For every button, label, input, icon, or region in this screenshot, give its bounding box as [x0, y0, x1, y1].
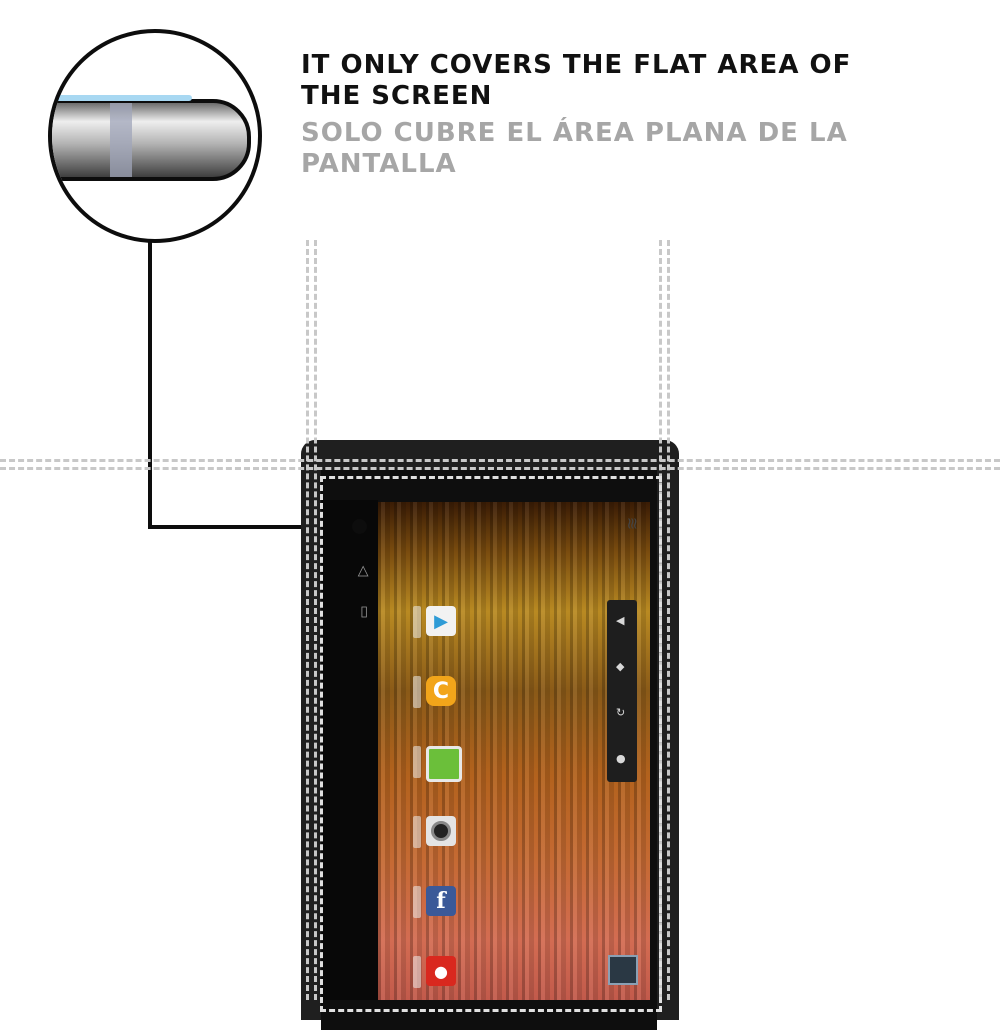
app-label	[413, 816, 421, 848]
power-icon[interactable]: ●	[616, 752, 626, 765]
guide-line-vertical	[306, 240, 309, 1000]
tablet-screen	[378, 502, 650, 1000]
edge-zoom-callout	[48, 29, 262, 243]
app-label	[413, 746, 421, 778]
guide-line-vertical	[667, 240, 670, 1000]
protector-film	[52, 95, 192, 101]
headline-english: IT ONLY COVERS THE FLAT AREA OF THE SCRE…	[301, 50, 852, 111]
guide-line-vertical	[314, 240, 317, 1000]
glass-edge-cross-section	[52, 99, 251, 181]
flat-area-outline	[320, 476, 662, 1012]
glass-seam	[110, 103, 132, 177]
camera-icon[interactable]	[426, 816, 456, 846]
app-label	[413, 886, 421, 918]
navigation-bar	[322, 500, 378, 1000]
facebook-icon[interactable]: f	[426, 886, 456, 916]
system-panel: ◀ ◆ ↻ ●	[607, 600, 637, 782]
guide-line-horizontal	[0, 459, 1000, 462]
angry-birds-icon[interactable]: ●	[426, 956, 456, 986]
settings-icon[interactable]: ◆	[616, 660, 625, 673]
guide-line-horizontal	[0, 467, 1000, 470]
app-label	[413, 956, 421, 988]
callout-leader-vertical	[148, 239, 152, 529]
rc-app-icon[interactable]: C	[426, 676, 456, 706]
app-label	[413, 676, 421, 708]
headline-spanish: SOLO CUBRE EL ÁREA PLANA DE LA PANTALLA	[301, 118, 848, 179]
callout-leader-horizontal	[148, 525, 360, 529]
tablet-icon[interactable]	[608, 955, 638, 985]
green-app-icon[interactable]	[426, 746, 462, 782]
app-label	[413, 606, 421, 638]
rotate-icon[interactable]: ↻	[616, 706, 626, 719]
callout-anchor-dot	[352, 519, 367, 534]
volume-icon[interactable]: ◀	[616, 614, 625, 627]
play-store-icon[interactable]: ▶	[426, 606, 456, 636]
headline: IT ONLY COVERS THE FLAT AREA OF THE SCRE…	[301, 50, 861, 180]
